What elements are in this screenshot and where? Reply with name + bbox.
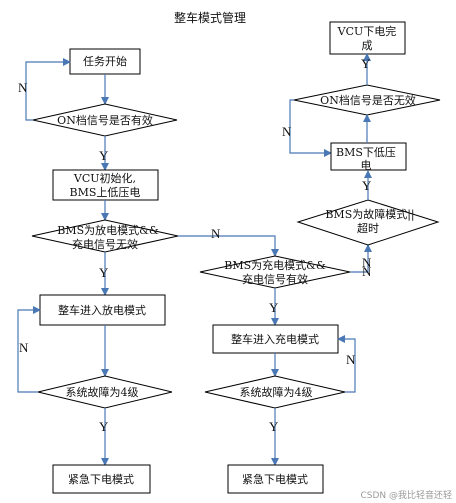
label-y-on: Y [99,148,109,163]
connector-on-invalid-no [289,99,332,157]
label-n-bms-fault: N [362,255,372,270]
connector-discharge-no [178,235,279,257]
watermark: CSDN @我比轻音还轻 [360,489,452,501]
vcu-init-box [52,169,159,201]
discharge-check-line1: BMS为放电模式&& [57,223,159,237]
label-n-fault-right: N [346,352,356,367]
on-invalid-label: ON档信号是否无效 [320,93,416,107]
enter-charge-label: 整车进入充电模式 [231,332,319,346]
label-y-charge: Y [269,300,279,315]
connector-fault-right-no [337,335,356,393]
emergency-left-label: 紧急下电模式 [68,472,134,486]
label-y-on-invalid: Y [361,56,371,71]
vcu-init-line2: BMS上低压电 [70,186,141,199]
discharge-check-line2: 充电信号无效 [72,237,138,251]
bms-low-box [330,142,407,171]
connector-on-check-no-loop [25,58,71,121]
label-n-fault-left: N [19,340,29,355]
label-y-bms-fault: Y [362,178,372,193]
emergency-right-box [227,464,324,494]
bms-fault-line1: BMS为故障模式|| [325,207,414,222]
bms-fault-line2: 超时 [357,221,379,235]
enter-discharge-label: 整车进入放电模式 [58,303,146,317]
charge-check-line2: 充电信号有效 [242,272,308,286]
bms-low-line2: 电 [361,159,372,172]
label-n-on-invalid: N [282,124,292,139]
connector-charge-no [350,244,372,273]
enter-discharge-box [39,294,166,326]
label-y-fault-right: Y [269,419,279,434]
vcu-done-line2: 成 [362,39,373,52]
fault-right-label: 系统故障为4级 [240,385,313,399]
vcu-done-box [329,21,406,55]
label-y-fault-left: Y [99,419,109,434]
emergency-left-box [52,464,151,494]
vcu-init-line1: VCU初始化, [73,171,136,185]
bms-fault-diamond [296,199,440,246]
diagram-title: 整车模式管理 [174,10,246,25]
emergency-right-label: 紧急下电模式 [242,472,308,486]
label-n-start: N [18,80,28,95]
bms-low-line1: BMS下低压 [336,146,396,159]
label-n-discharge: N [211,226,221,241]
label-y-discharge: Y [99,265,109,280]
charge-check-line1: BMS为充电模式&& [224,258,326,272]
task-start-label: 任务开始 [83,54,127,68]
fault-left-label: 系统故障为4级 [66,385,139,399]
connector-fault-left-no [17,306,41,393]
vcu-done-line1: VCU下电完 [337,24,397,38]
on-check-label: ON档信号是否有效 [57,113,153,127]
label-n-charge: N [362,264,372,279]
